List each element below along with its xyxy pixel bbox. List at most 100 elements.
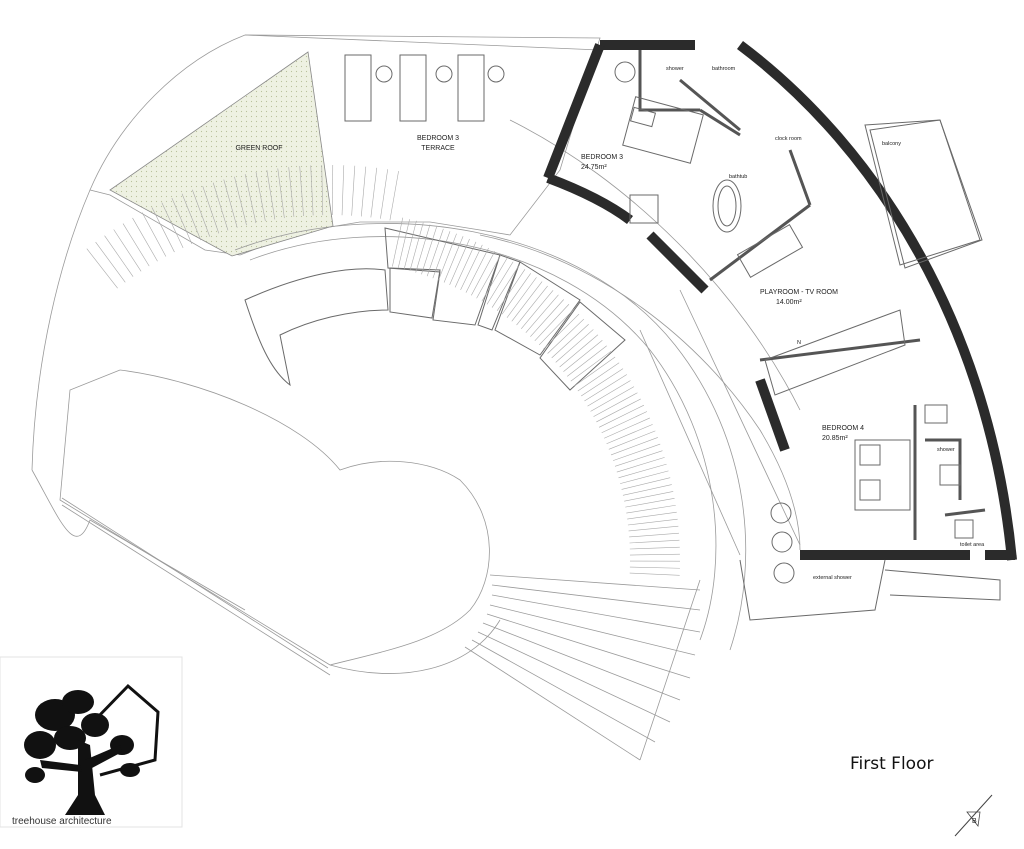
stair-tread — [122, 223, 150, 267]
stair-tread — [476, 254, 502, 299]
stair-tread — [321, 165, 324, 216]
stair-tread — [151, 207, 175, 253]
fixture-labels: shower bathroom clock room bathtub balco… — [666, 66, 985, 581]
stair-tread — [530, 299, 564, 337]
stair-tread — [625, 498, 675, 508]
stair-tread — [299, 166, 304, 217]
stair-tread — [622, 484, 672, 496]
room-labels: GREEN ROOF BEDROOM 3 TERRACE BEDROOM 3 2… — [235, 135, 864, 442]
stair-tread — [606, 424, 653, 445]
stair-tread — [506, 277, 537, 318]
stair-tread — [460, 244, 483, 291]
stair-tread — [86, 248, 118, 289]
stair-tread — [614, 450, 663, 467]
stair-tread — [389, 170, 399, 221]
stair-tread — [627, 518, 678, 526]
stair-tread — [598, 404, 645, 428]
stair-tread — [202, 185, 220, 234]
stair-tread — [584, 374, 627, 402]
compass-icon: B — [954, 794, 993, 837]
stair-tread — [601, 411, 648, 434]
stair-tread — [409, 222, 424, 271]
terrace-label-line1: BEDROOM 3 — [417, 135, 459, 142]
stair-tread — [629, 566, 680, 569]
stair-tread — [629, 572, 680, 576]
shower-label-2: shower — [937, 447, 955, 453]
stair-tread — [471, 251, 496, 296]
outer-perimeter — [31, 34, 601, 611]
stair-tread — [616, 457, 665, 473]
stair-tread — [629, 546, 680, 550]
stair-tread — [486, 261, 514, 305]
stair-tread — [628, 525, 679, 532]
stair-tread — [621, 477, 671, 490]
stair-tread — [438, 233, 457, 281]
stair-tread — [132, 217, 158, 262]
stair-tread — [360, 166, 367, 217]
stair-tread — [538, 308, 575, 346]
stair-tread — [629, 553, 680, 556]
spiral-steps — [464, 574, 701, 761]
stair-tread — [525, 294, 559, 333]
stair-tread — [113, 229, 142, 272]
stair-tread — [491, 265, 520, 308]
stair-tread — [392, 217, 404, 267]
stair-tread — [563, 339, 603, 372]
furniture — [614, 61, 974, 584]
stair-tread — [596, 398, 641, 423]
stair-tread — [543, 313, 580, 350]
interior-partitions — [638, 50, 1001, 621]
stair-tread — [626, 504, 676, 514]
stair-tread — [593, 392, 638, 417]
plan-title: First Floor — [850, 754, 933, 774]
stair-tread — [181, 193, 202, 241]
stair-tread — [574, 356, 616, 387]
stair-tread — [95, 241, 126, 283]
north-marker: N — [797, 340, 801, 346]
stair-tread — [627, 511, 677, 520]
stair-tread — [223, 179, 238, 228]
stair-tread — [449, 238, 470, 286]
stair-tread — [559, 334, 599, 368]
tree-icon — [24, 690, 140, 815]
stair-tread — [577, 362, 620, 392]
cloakroom-label: clock room — [775, 136, 802, 142]
stair-tread — [454, 241, 477, 288]
bedroom4-area: 20.85m² — [822, 435, 848, 442]
stair-tread — [547, 318, 585, 354]
stair-tread — [620, 470, 669, 484]
stair-tread — [581, 368, 624, 397]
stair-tread — [612, 443, 661, 461]
bedroom4-label: BEDROOM 4 — [822, 425, 864, 432]
stair-tread — [629, 539, 680, 544]
stair-tread — [624, 491, 674, 502]
stair-tread — [511, 281, 543, 322]
stair-tread — [255, 171, 266, 222]
bedroom3-area: 24.75m² — [581, 164, 607, 171]
stair-tread — [496, 269, 526, 312]
stair-tread — [629, 532, 679, 538]
stair-tread — [426, 228, 444, 277]
stair-tread — [587, 380, 631, 407]
stair-tread — [277, 168, 285, 219]
terrace-loungers — [344, 54, 505, 122]
stair-tread — [141, 212, 167, 257]
stair-tread — [610, 437, 658, 456]
stair-tread — [432, 231, 451, 279]
green-roof-area — [109, 51, 334, 257]
stair-tread — [212, 182, 229, 231]
stair-tread — [234, 176, 247, 226]
stair-tread — [590, 386, 635, 412]
compass-label: B — [972, 818, 977, 825]
stair-tread — [421, 226, 437, 275]
stair-tread — [161, 202, 184, 248]
curved-staircase — [86, 119, 801, 576]
stair-tread — [351, 165, 356, 216]
stair-tread — [443, 236, 464, 283]
stair-tread — [516, 285, 548, 326]
bedroom3-label: BEDROOM 3 — [581, 154, 623, 161]
playroom-label: PLAYROOM - TV ROOM — [760, 289, 838, 296]
stair-tread — [567, 345, 607, 377]
stair-tread — [534, 304, 570, 341]
